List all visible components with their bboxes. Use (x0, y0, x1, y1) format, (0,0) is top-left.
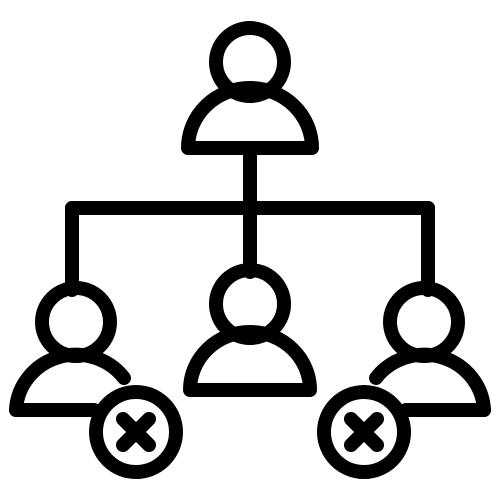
top-person-icon (181, 21, 319, 155)
remove-badge-right-icon (317, 385, 411, 479)
center-person-icon (183, 263, 317, 397)
org-chart-connectors (65, 141, 435, 297)
left-person-icon (9, 281, 131, 417)
remove-badge-left-icon (89, 385, 183, 479)
right-person-icon (369, 281, 491, 417)
